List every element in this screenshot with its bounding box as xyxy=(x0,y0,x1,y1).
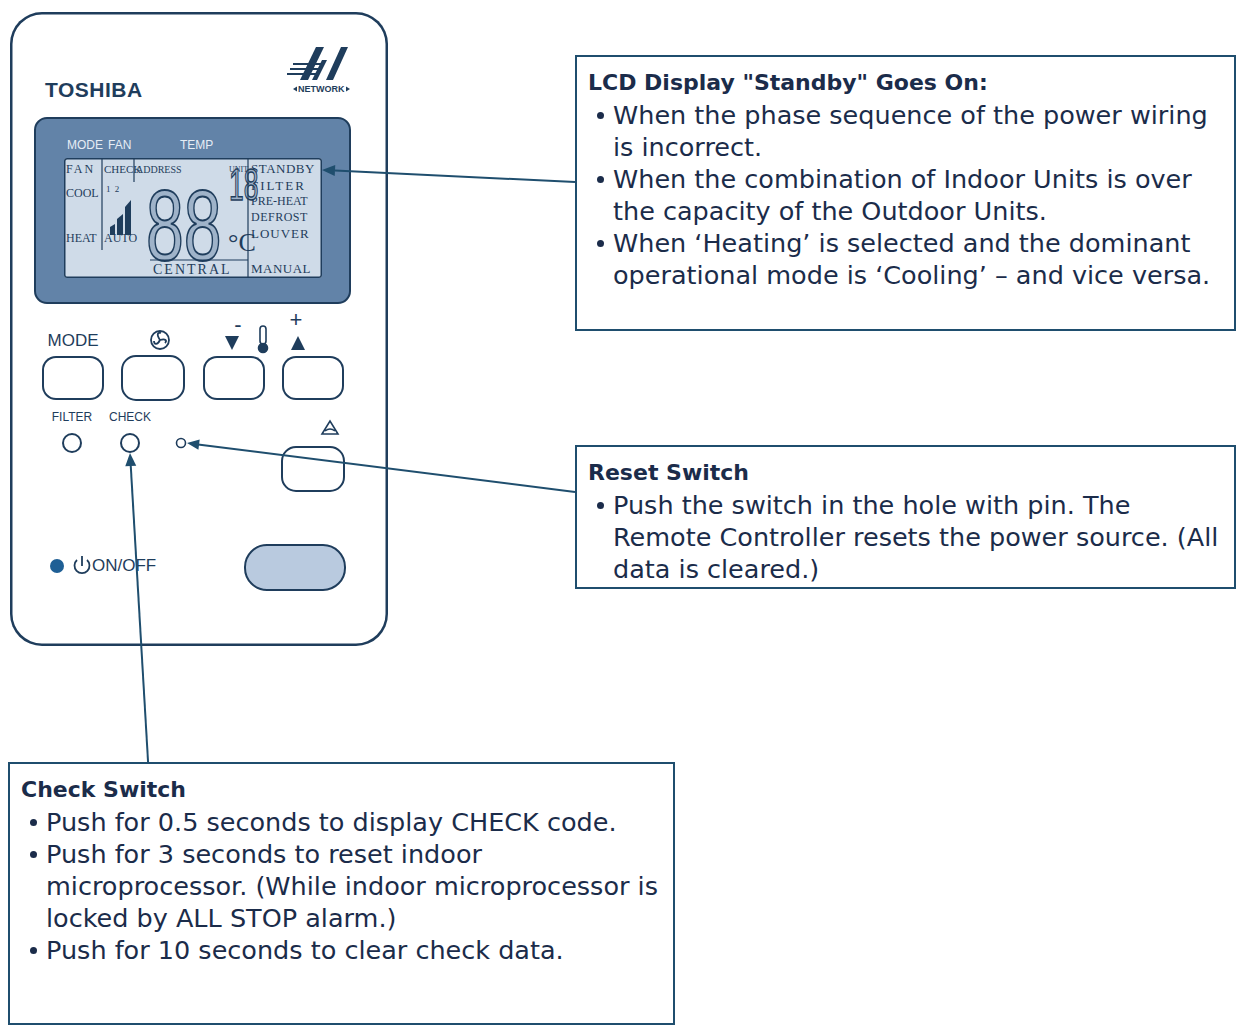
leader-line xyxy=(198,445,575,493)
onoff-button xyxy=(245,545,345,590)
lcd-frame xyxy=(35,118,350,303)
push-button: MODE xyxy=(42,356,104,400)
bullet-item: Push for 10 seconds to clear check data. xyxy=(21,934,671,966)
power-arc xyxy=(75,560,90,573)
small-push-button: CHECK xyxy=(120,433,140,453)
fan-button xyxy=(122,356,184,400)
lcd-indicator: 1 2 xyxy=(106,185,120,194)
logo-speed-line xyxy=(287,73,317,75)
fan-icon xyxy=(151,331,169,349)
callout-heading: Check Switch xyxy=(21,774,671,806)
lcd-indicator: FAN xyxy=(66,163,95,175)
seven-segment-digits: 88 xyxy=(146,175,222,275)
panel-label: ON/OFF xyxy=(92,557,156,574)
bullet-text: Push for 3 seconds to reset indoor micro… xyxy=(46,839,658,933)
down-triangle xyxy=(225,336,239,350)
callout-box: LCD Display "Standby" Goes On:When the p… xyxy=(575,55,1236,331)
arrowhead xyxy=(322,165,335,176)
small-push-button: FILTER xyxy=(62,433,82,453)
up-triangle xyxy=(291,336,305,350)
fan-blades xyxy=(154,333,166,344)
bullet-item: Push for 3 seconds to reset indoor micro… xyxy=(21,838,671,934)
lcd-indicator: LOUVER xyxy=(251,227,310,240)
logo-speed-line xyxy=(293,63,323,65)
button-label: + xyxy=(290,309,303,331)
lcd-indicator: CHECK xyxy=(104,164,141,175)
reset-hole xyxy=(177,439,186,448)
panel-label: NETWORK xyxy=(298,85,345,94)
bullet-dot xyxy=(30,851,37,858)
bullet-dot xyxy=(597,112,604,119)
push-button: - xyxy=(203,356,265,400)
bullet-dot xyxy=(597,176,604,183)
leader-line xyxy=(131,466,148,762)
lcd-indicator: °C xyxy=(228,230,256,256)
seven-segment-digits: 18 xyxy=(229,163,258,207)
push-button: + xyxy=(282,356,344,400)
reset-leader xyxy=(187,439,575,492)
remote-controller: TOSHIBAFANCHECKADDRESSUNITSTANDBYFILTERP… xyxy=(10,12,388,646)
callout-heading: Reset Switch xyxy=(588,457,1232,489)
louver-icon xyxy=(322,421,338,434)
panel-label: FAN xyxy=(108,139,131,151)
logo-stroke xyxy=(326,47,348,80)
bullet-dot xyxy=(30,819,37,826)
power-led xyxy=(50,559,64,573)
logo-stroke xyxy=(300,47,324,80)
button-label: MODE xyxy=(48,332,99,349)
logo-bracket xyxy=(293,87,297,92)
leader-arrow xyxy=(125,453,148,762)
logo-stroke xyxy=(312,60,327,80)
power-symbol xyxy=(75,556,90,573)
bullet-text: Push for 0.5 seconds to display CHECK co… xyxy=(46,807,617,837)
leader-line xyxy=(335,171,575,182)
logo-bracket xyxy=(346,87,350,92)
bullet-item: Push for 0.5 seconds to display CHECK co… xyxy=(21,806,671,838)
lcd-indicator: ADDRESS xyxy=(136,165,182,175)
bullet-text: When the phase sequence of the power wir… xyxy=(613,100,1208,162)
button-label: - xyxy=(234,314,241,336)
lcd-indicator: MANUAL xyxy=(251,262,311,275)
bullet-item: When the combination of Indoor Units is … xyxy=(588,163,1232,227)
thermometer-icon xyxy=(259,326,268,353)
lcd-indicator: HEAT xyxy=(66,232,97,244)
leader-arrowhead xyxy=(187,439,200,449)
lcd-indicator: AUTO xyxy=(104,232,137,244)
panel-label: TEMP xyxy=(180,139,213,151)
bullet-text: When the combination of Indoor Units is … xyxy=(613,164,1192,226)
bullet-item: When the phase sequence of the power wir… xyxy=(588,99,1232,163)
button-label: FILTER xyxy=(52,411,92,423)
bullet-dot xyxy=(597,502,604,509)
callout-box: Check SwitchPush for 0.5 seconds to disp… xyxy=(8,762,675,1025)
fan-ring xyxy=(151,331,169,349)
power-bar xyxy=(81,556,83,566)
brand-name: TOSHIBA xyxy=(45,79,143,100)
leader-arrow xyxy=(322,165,575,182)
panel-label: MODE xyxy=(67,139,103,151)
callout-box: Reset SwitchPush the switch in the hole … xyxy=(575,445,1236,589)
bullet-dot xyxy=(597,240,604,247)
bullet-item: Push the switch in the hole with pin. Th… xyxy=(588,489,1232,585)
logo-speed-line xyxy=(290,68,320,70)
bullet-text: When ‘Heating’ is selected and the domin… xyxy=(613,228,1210,290)
button-label: CHECK xyxy=(109,411,151,423)
bullet-text: Push for 10 seconds to clear check data. xyxy=(46,935,564,965)
lcd-indicator: CENTRAL xyxy=(153,263,232,277)
thermometer-tube xyxy=(260,326,266,344)
lcd-indicator: FILTER xyxy=(251,179,306,192)
louver-button xyxy=(282,447,344,491)
callout-heading: LCD Display "Standby" Goes On: xyxy=(588,67,1232,99)
thermometer-bulb xyxy=(259,344,268,353)
lcd-indicator: PRE-HEAT xyxy=(251,195,308,207)
lcd-screen: FANCHECKADDRESSUNITSTANDBYFILTERPRE-HEAT… xyxy=(64,158,322,278)
bullet-dot xyxy=(30,947,37,954)
lcd-indicator: STANDBY xyxy=(251,162,315,175)
lcd-indicator: DEFROST xyxy=(251,211,308,223)
bullet-item: When ‘Heating’ is selected and the domin… xyxy=(588,227,1232,291)
bullet-text: Push the switch in the hole with pin. Th… xyxy=(613,490,1218,584)
arrowhead xyxy=(125,453,136,466)
lcd-indicator: COOL xyxy=(66,187,99,199)
